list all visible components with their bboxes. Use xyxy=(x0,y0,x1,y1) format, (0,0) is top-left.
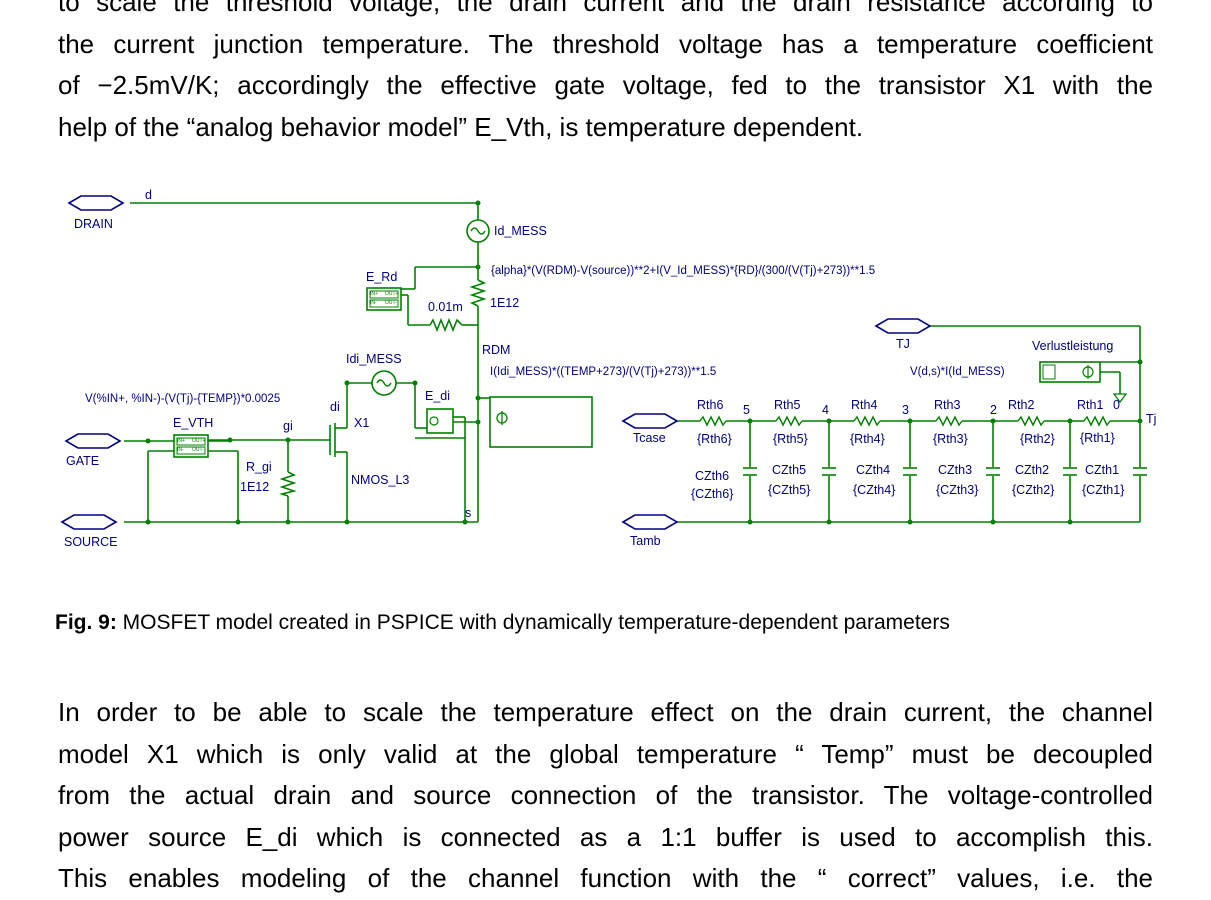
label-r-big: 1E12 xyxy=(490,296,519,310)
text-line: of −2.5mV/K; accordingly the effective g… xyxy=(58,70,1153,100)
czth-label: CZth5 xyxy=(772,463,806,477)
label-r-gi: R_gi xyxy=(246,460,272,474)
czth-label: CZth3 xyxy=(938,463,972,477)
abm-pin-label: OUT+ xyxy=(385,291,399,297)
abm-pin-label: IN+ xyxy=(177,438,185,444)
label-e-vth: E_VTH xyxy=(173,416,213,430)
port-label-gate: GATE xyxy=(66,454,99,468)
text-line: In order to be able to scale the tempera… xyxy=(58,697,1153,727)
label-rdm: RDM xyxy=(482,343,510,357)
label-e-di: E_di xyxy=(425,389,450,403)
node-number: 0 xyxy=(1113,398,1120,412)
label-e-rd: E_Rd xyxy=(366,270,397,284)
abm-pin-label: IN- xyxy=(177,447,184,453)
port-label-tj-end: Tj xyxy=(1146,412,1156,426)
net-label-gi: gi xyxy=(283,419,293,433)
label-r-gi-val: 1E12 xyxy=(240,480,269,494)
label-x1: X1 xyxy=(354,416,369,430)
caption-text: MOSFET model created in PSPICE with dyna… xyxy=(116,611,950,634)
pspice-schematic: d DRAIN Id_MESS {alpha}*(V(RDM)-V(source… xyxy=(61,188,1156,549)
net-label-s: s xyxy=(465,506,471,520)
figure-caption: Fig. 9: MOSFET model created in PSPICE w… xyxy=(55,611,950,635)
rth-label: Rth5 xyxy=(774,398,800,412)
rth-label: Rth6 xyxy=(697,398,723,412)
rth-value: {Rth6} xyxy=(697,432,732,446)
czth-value: {CZth4} xyxy=(853,483,895,497)
rth-label: Rth2 xyxy=(1008,398,1034,412)
label-id-mess: Id_MESS xyxy=(494,224,547,238)
label-r-small: 0.01m xyxy=(428,300,463,314)
czth-label: CZth6 xyxy=(695,469,729,483)
text-line: to scale the threshold voltage, the drai… xyxy=(58,0,1153,17)
abm-pin-label: IN- xyxy=(370,300,377,306)
port-label-tcase: Tcase xyxy=(633,431,666,445)
label-verlust-expr: V(d,s)*I(Id_MESS) xyxy=(910,366,1005,378)
port-label-drain: DRAIN xyxy=(74,217,113,231)
label-nmos: NMOS_L3 xyxy=(351,473,409,487)
port-label-tj: TJ xyxy=(896,337,910,351)
net-label-d: d xyxy=(145,188,152,202)
czth-label: CZth1 xyxy=(1085,463,1119,477)
node-number: 2 xyxy=(990,403,997,417)
czth-value: {CZth3} xyxy=(936,483,978,497)
czth-value: {CZth6} xyxy=(691,487,733,501)
text-line: This enables modeling of the channel fun… xyxy=(58,863,1153,893)
rth-value: {Rth2} xyxy=(1020,432,1055,446)
czth-label: CZth2 xyxy=(1015,463,1049,477)
rth-value: {Rth3} xyxy=(933,432,968,446)
czth-label: CZth4 xyxy=(856,463,890,477)
abm-pin-label: OUT- xyxy=(192,447,204,453)
rth-value: {Rth4} xyxy=(850,432,885,446)
abm-pin-label: IN+ xyxy=(370,291,378,297)
abm-pin-label: OUT- xyxy=(385,300,397,306)
rth-label: Rth3 xyxy=(934,398,960,412)
abm-pin-label: OUT+ xyxy=(192,438,206,444)
port-label-source: SOURCE xyxy=(64,535,117,549)
node-number: 4 xyxy=(822,403,829,417)
label-vth-expr: V(%IN+, %IN-)-(V(Tj)-{TEMP})*0.0025 xyxy=(85,393,280,405)
net-label-di: di xyxy=(330,400,340,414)
rth-label: Rth1 xyxy=(1077,398,1103,412)
text-line: from the actual drain and source connect… xyxy=(58,780,1153,810)
text-line: power source E_di which is connected as … xyxy=(58,821,1153,852)
text-line: the current junction temperature. The th… xyxy=(58,28,1153,59)
czth-value: {CZth5} xyxy=(768,483,810,497)
label-idi-mess: Idi_MESS xyxy=(346,352,402,366)
rth-label: Rth4 xyxy=(851,398,877,412)
rth-value: {Rth5} xyxy=(773,432,808,446)
czth-value: {CZth2} xyxy=(1012,483,1054,497)
label-idi-expr: I(Idi_MESS)*((TEMP+273)/(V(Tj)+273))**1.… xyxy=(490,366,716,378)
node-number: 3 xyxy=(902,403,909,417)
label-verlust: Verlustleistung xyxy=(1032,339,1113,353)
body-text-top: to scale the threshold voltage, the drai… xyxy=(58,0,1153,148)
node-number: 5 xyxy=(743,403,750,417)
caption-label: Fig. 9: xyxy=(55,611,117,634)
text-line: help of the “analog behavior model” E_Vt… xyxy=(58,111,864,142)
label-id-mess-expr: {alpha}*(V(RDM)-V(source))**2+I(V_Id_MES… xyxy=(491,265,875,277)
rth-value: {Rth1} xyxy=(1080,431,1115,445)
czth-value: {CZth1} xyxy=(1082,483,1124,497)
body-text-bottom: In order to be able to scale the tempera… xyxy=(58,692,1153,900)
text-line: model X1 which is only valid at the glob… xyxy=(58,738,1153,769)
port-label-tamb: Tamb xyxy=(630,534,661,548)
